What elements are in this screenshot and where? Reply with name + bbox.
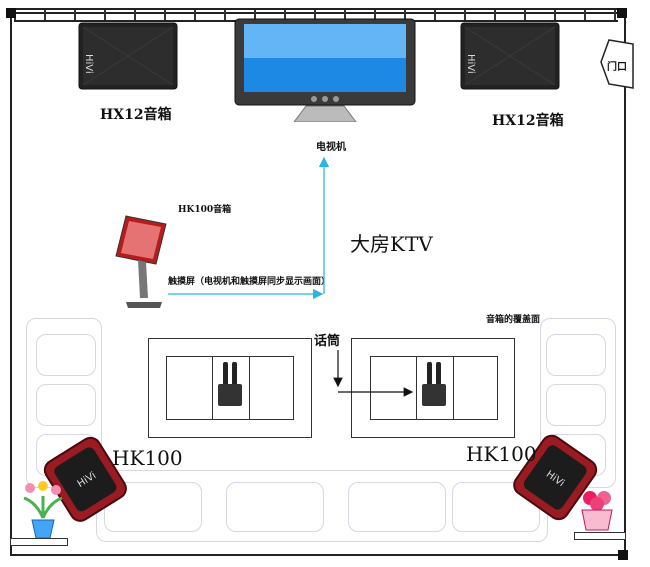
speaker-brand-logo: HiVi [465, 54, 476, 74]
sofa-bottom-seat-3 [348, 482, 446, 532]
door-icon [600, 39, 634, 89]
speaker-right-label: HX12音箱 [492, 113, 564, 129]
touchscreen-caption: 触摸屏（电视机和触摸屏同步显示画面） [168, 277, 331, 287]
sofa-left-seat-2 [36, 384, 96, 426]
touchscreen-kiosk-icon [115, 215, 167, 308]
sofa-left-seat-1 [36, 334, 96, 376]
hk100-left-label: HK100 [112, 446, 183, 470]
plant-left-icon [23, 481, 63, 539]
room-title: 大房KTV [350, 232, 433, 256]
sofa-right-seat-1 [546, 334, 606, 376]
tv-label: 电视机 [316, 142, 346, 153]
plant-left-base [10, 538, 68, 546]
hk100-speaker-right: HiVi [513, 434, 598, 521]
hk100-right-label: HK100 [466, 442, 537, 466]
speaker-left-label: HX12音箱 [100, 107, 172, 123]
wall-corner-top-right [617, 8, 627, 18]
plant-right-base [574, 532, 626, 540]
sofa-right-seat-2 [546, 384, 606, 426]
tv-icon [234, 18, 416, 122]
coverage-label: 音箱的覆盖面 [486, 315, 541, 325]
microphone-receiver-right [422, 362, 446, 406]
hk100-speaker-left: HiVi [43, 436, 127, 522]
hx12-speaker-left: HiVi [78, 22, 178, 90]
microphone-receiver-left [218, 362, 242, 406]
touchscreen-title: HK100音箱 [178, 205, 232, 215]
wall-corner-bottom-right [618, 550, 628, 560]
plant-right-icon [581, 491, 613, 531]
hx12-speaker-right: HiVi [460, 22, 560, 90]
wall-corner-top-left [6, 8, 16, 18]
speaker-brand-logo: HiVi [83, 54, 94, 74]
mic-label: 话筒 [314, 334, 341, 349]
sofa-bottom-seat-2 [226, 482, 324, 532]
door-label: 门口 [607, 62, 627, 73]
